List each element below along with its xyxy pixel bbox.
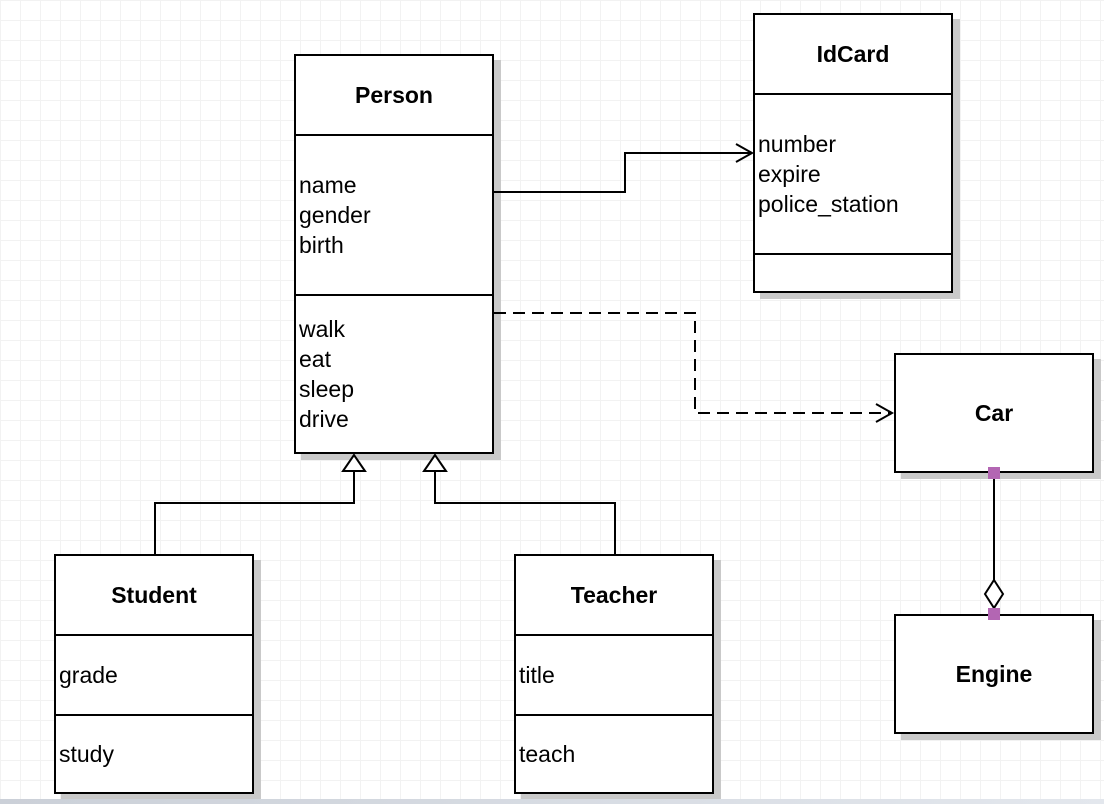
edge-student-person[interactable] [154,453,367,554]
edge-person-idcard[interactable] [494,143,755,193]
class-student-attributes-section: grade [56,634,252,714]
class-person-title: Person [355,81,433,108]
class-method: drive [299,406,349,432]
edge-person-idcard-path[interactable] [494,152,750,193]
class-person[interactable]: Person name gender birth walk eat sleep … [294,54,494,454]
class-attribute: name [299,172,357,198]
endpoint-handle[interactable] [988,467,1000,479]
class-idcard[interactable]: IdCard number expire police_station [753,13,953,293]
canvas-bottom-edge [0,799,1104,804]
open-arrowhead-icon [735,143,755,163]
edge-car-engine[interactable] [983,467,1005,620]
class-method: teach [519,741,576,767]
class-teacher-title: Teacher [570,581,658,608]
class-method: study [59,741,114,767]
class-method: eat [299,346,331,372]
class-idcard-attributes-section: number expire police_station [755,93,951,253]
class-student-methods-section: study [56,714,252,792]
class-attribute: police_station [758,191,899,217]
class-car[interactable]: Car [894,353,1094,473]
edge-person-car-path[interactable] [494,312,890,414]
class-attribute: title [519,662,555,688]
class-teacher-attributes-section: title [516,634,712,714]
class-person-methods-section: walk eat sleep drive [296,294,492,452]
class-car-title: Car [974,399,1014,426]
class-person-attributes-section: name gender birth [296,134,492,294]
edge-student-person-path[interactable] [154,471,355,554]
class-attribute: expire [758,161,821,187]
hollow-diamond-icon [983,578,1005,610]
class-idcard-methods-section [755,253,951,291]
class-attribute: gender [299,202,371,228]
class-student-title: Student [111,581,197,608]
hollow-triangle-arrowhead-icon [422,453,448,472]
class-method: walk [299,316,346,342]
edge-person-car[interactable] [494,312,895,423]
class-attribute: number [758,131,836,157]
class-student[interactable]: Student grade study [54,554,254,794]
edge-teacher-person-path[interactable] [434,471,616,554]
class-teacher[interactable]: Teacher title teach [514,554,714,794]
class-attribute: birth [299,232,344,258]
class-method: sleep [299,376,354,402]
class-engine[interactable]: Engine [894,614,1094,734]
class-attribute: grade [59,662,118,688]
class-idcard-title: IdCard [816,40,890,67]
endpoint-handle[interactable] [988,608,1000,620]
hollow-triangle-arrowhead-icon [341,453,367,472]
open-arrowhead-icon [875,403,895,423]
edge-teacher-person[interactable] [422,453,616,554]
class-teacher-methods-section: teach [516,714,712,792]
class-engine-title: Engine [955,660,1033,687]
